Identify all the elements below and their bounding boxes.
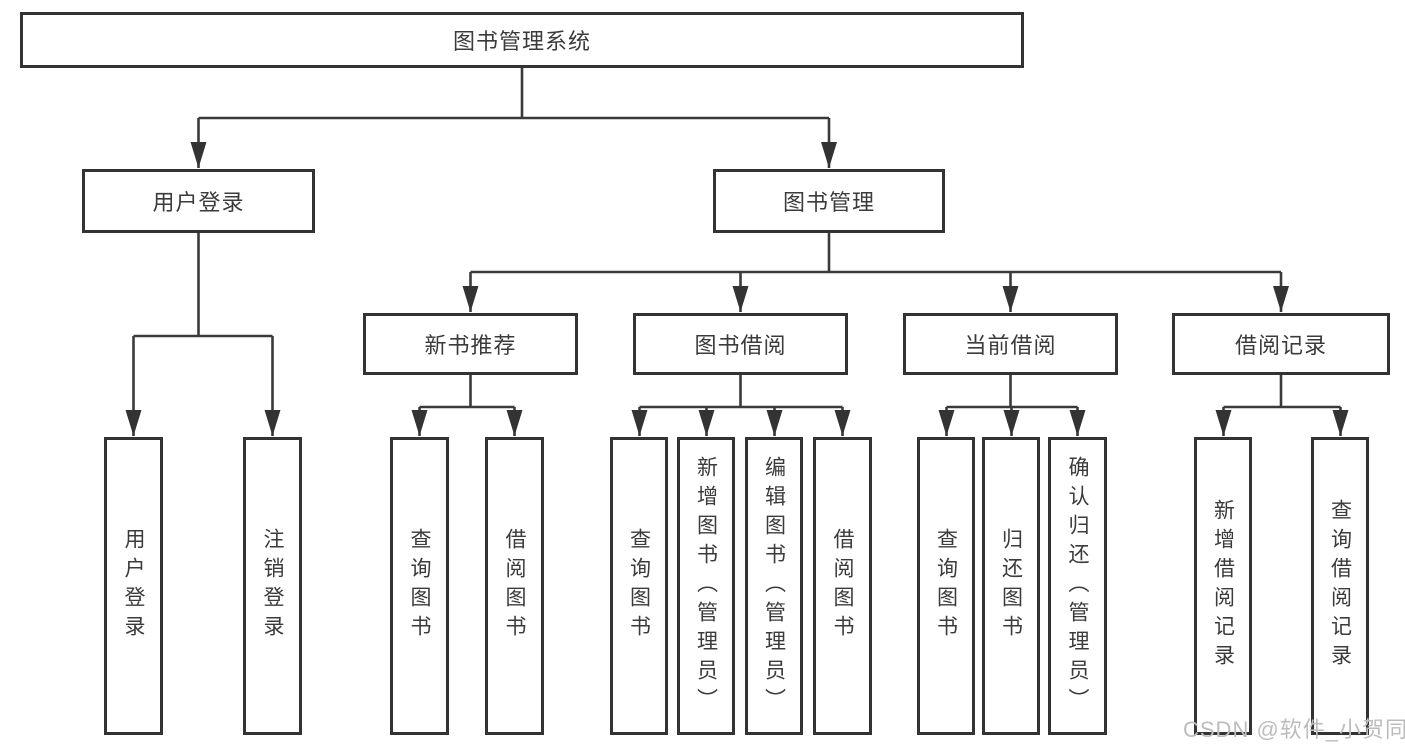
node-root-label: 图书管理系统 — [452, 29, 591, 54]
node-current-borrow-label: 当前借阅 — [964, 333, 1057, 358]
leaf-edit-book-admin-label: 编辑图书（管理员） — [762, 455, 786, 717]
node-new-book-recommend-label: 新书推荐 — [424, 333, 517, 358]
node-book-management: 图书管理 — [713, 169, 945, 233]
node-user-login: 用户登录 — [82, 169, 315, 233]
leaf-newbook-borrow-books-label: 借阅图书 — [503, 528, 526, 644]
node-borrow-record-label: 借阅记录 — [1234, 333, 1327, 358]
leaf-current-query-books: 查询图书 — [917, 437, 975, 735]
leaf-add-book-admin-label: 新增图书（管理员） — [694, 455, 718, 717]
leaf-add-borrow-record-label: 新增借阅记录 — [1211, 499, 1235, 673]
node-current-borrow: 当前借阅 — [903, 313, 1118, 375]
leaf-newbook-query-books-label: 查询图书 — [408, 528, 431, 644]
leaf-borrow-query-books: 查询图书 — [610, 437, 668, 735]
leaf-user-login-label: 用户登录 — [122, 528, 145, 644]
node-book-borrow-label: 图书借阅 — [694, 333, 787, 358]
leaf-borrow-query-books-label: 查询图书 — [627, 528, 651, 644]
node-root-system: 图书管理系统 — [20, 12, 1024, 68]
leaf-add-borrow-record: 新增借阅记录 — [1194, 437, 1252, 735]
leaf-edit-book-admin: 编辑图书（管理员） — [745, 437, 803, 735]
leaf-newbook-borrow-books: 借阅图书 — [485, 437, 544, 735]
node-book-borrow: 图书借阅 — [633, 313, 848, 375]
leaf-borrow-books-label: 借阅图书 — [831, 528, 854, 644]
node-book-management-label: 图书管理 — [782, 190, 875, 215]
leaf-confirm-return-admin-label: 确认归还（管理员） — [1066, 455, 1089, 717]
leaf-current-query-books-label: 查询图书 — [934, 528, 958, 644]
leaf-return-books-label: 归还图书 — [999, 528, 1023, 644]
leaf-return-books: 归还图书 — [982, 437, 1040, 735]
node-user-login-label: 用户登录 — [152, 190, 245, 215]
leaf-add-book-admin: 新增图书（管理员） — [677, 437, 735, 735]
leaf-confirm-return-admin: 确认归还（管理员） — [1048, 437, 1107, 735]
leaf-logout: 注销登录 — [243, 437, 302, 735]
node-borrow-record: 借阅记录 — [1172, 313, 1390, 375]
leaf-newbook-query-books: 查询图书 — [390, 437, 449, 735]
leaf-logout-label: 注销登录 — [261, 528, 284, 644]
leaf-query-borrow-record: 查询借阅记录 — [1311, 437, 1369, 735]
leaf-borrow-books: 借阅图书 — [813, 437, 872, 735]
node-new-book-recommend: 新书推荐 — [363, 313, 578, 375]
leaf-user-login: 用户登录 — [104, 437, 163, 735]
leaf-query-borrow-record-label: 查询借阅记录 — [1328, 499, 1352, 673]
csdn-watermark: CSDN @软件_小贺同学 — [1183, 717, 1405, 742]
